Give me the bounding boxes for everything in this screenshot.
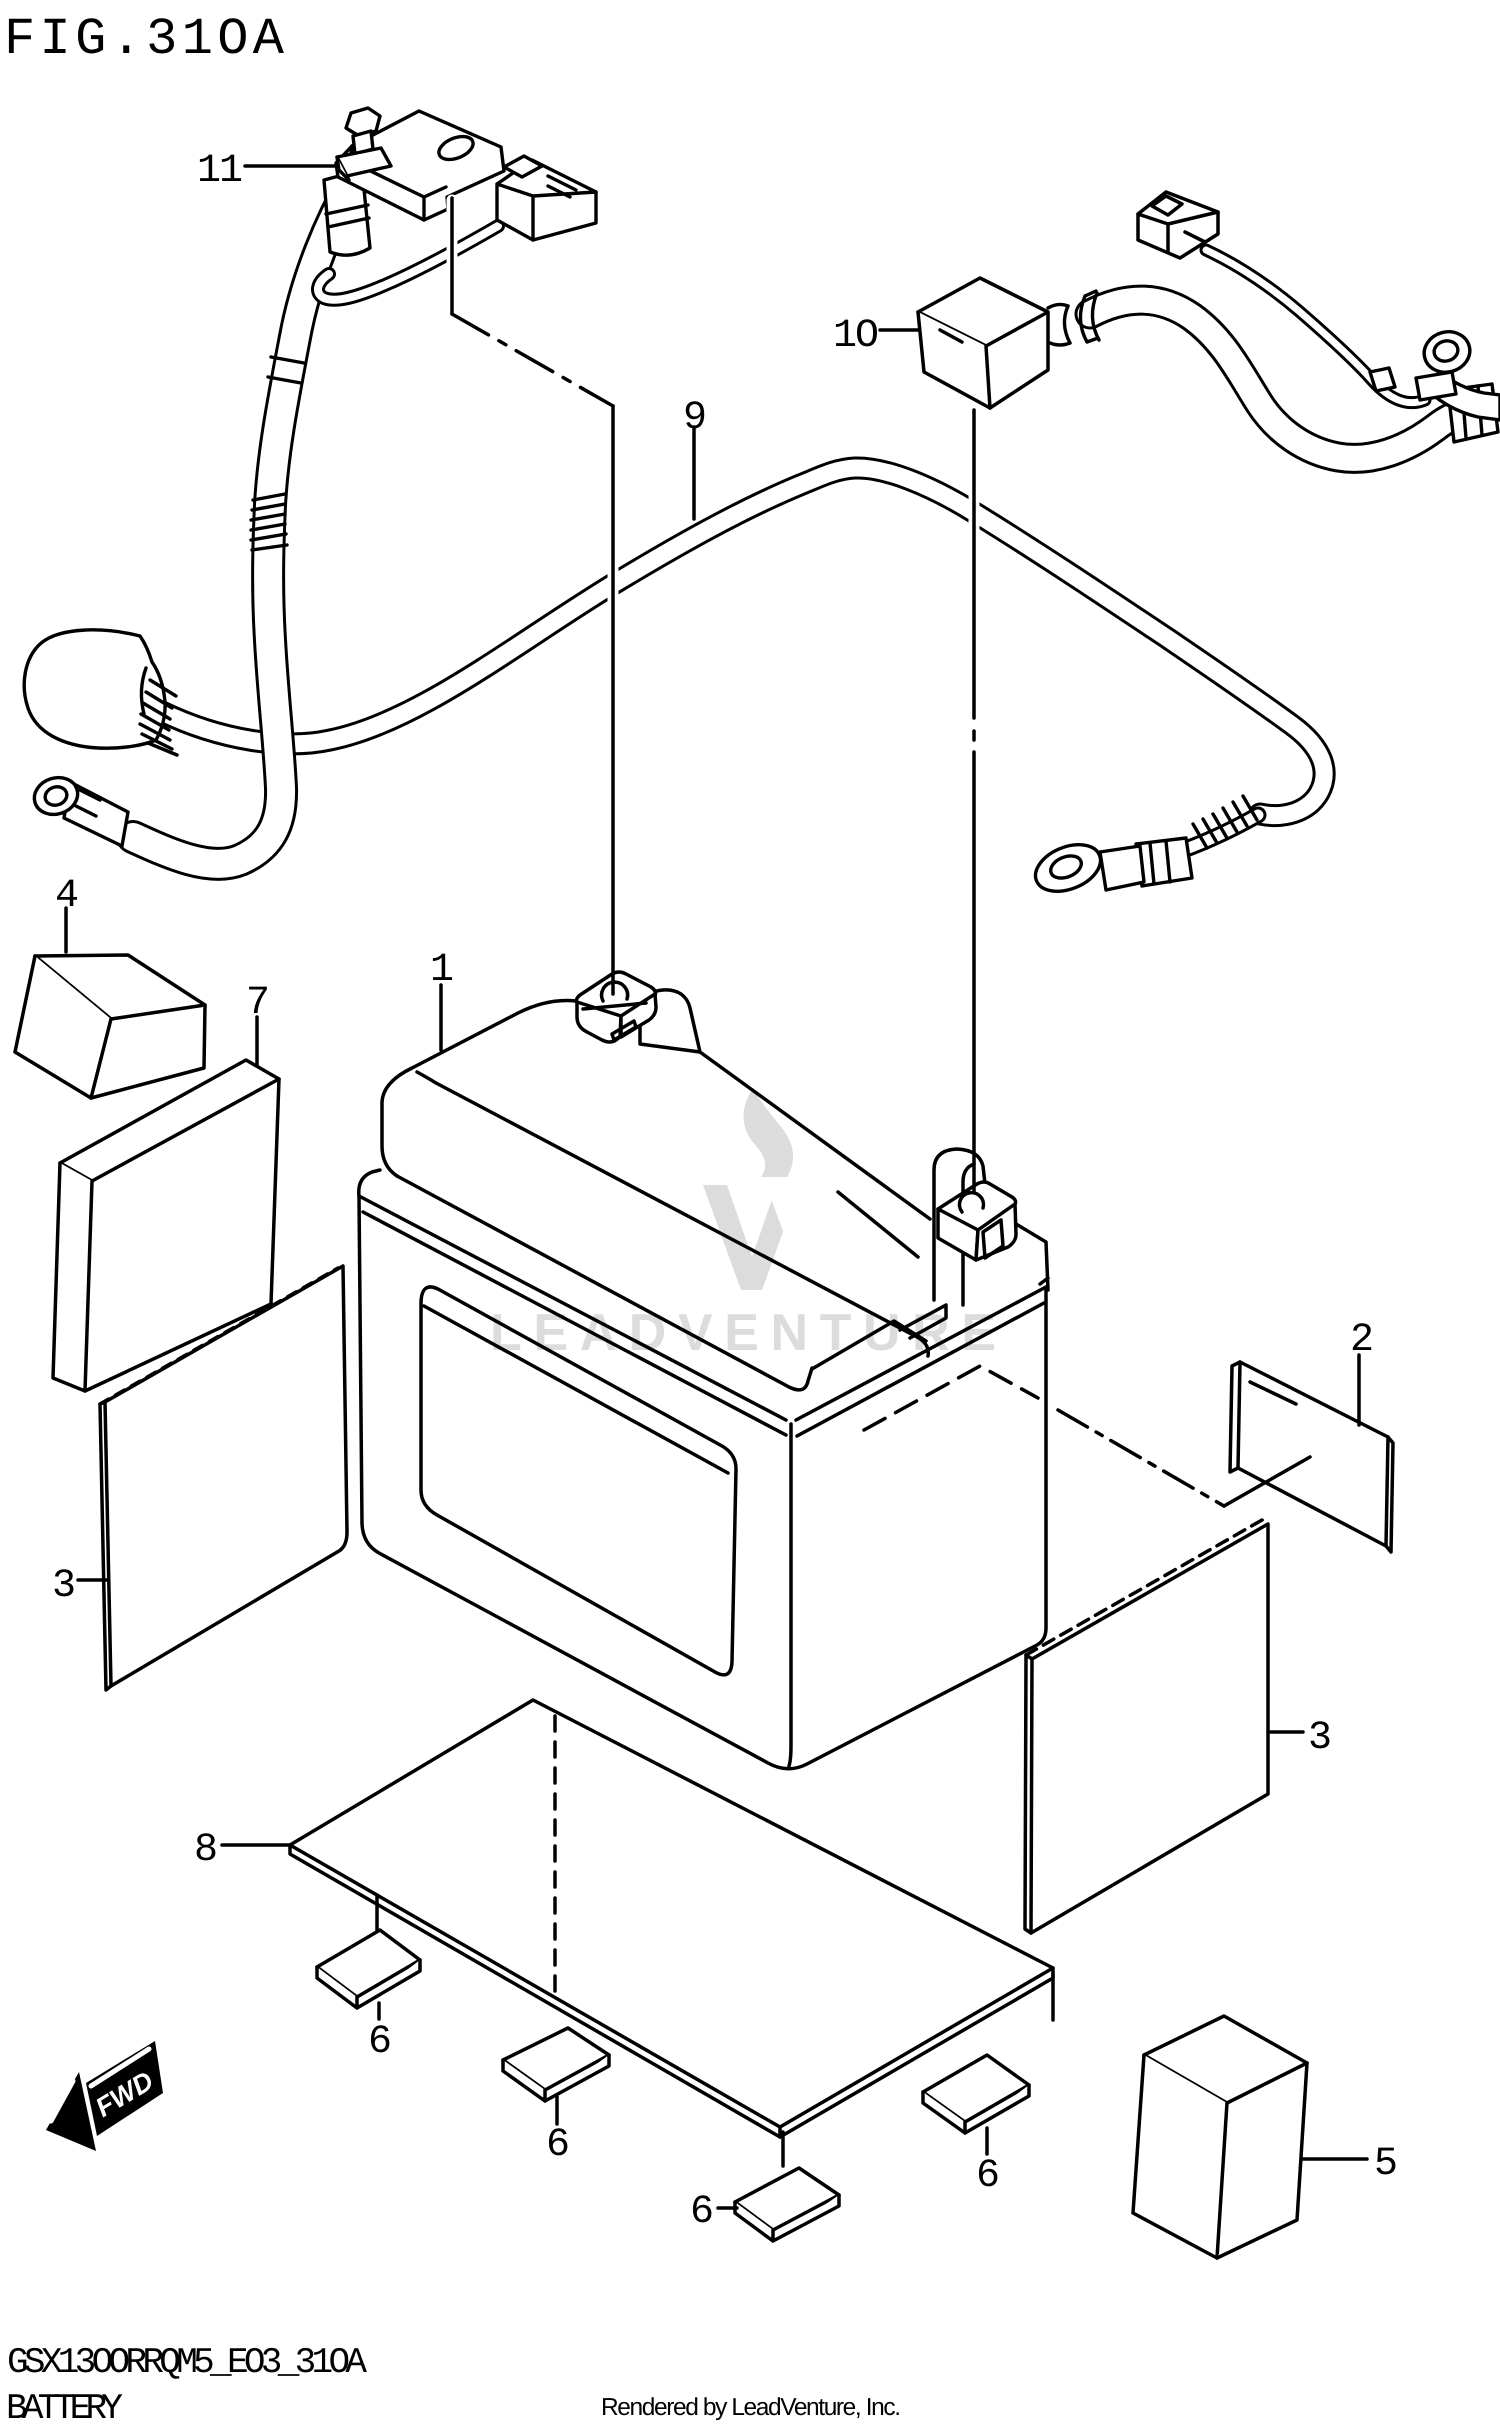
svg-text:Rendered by LeadVenture, Inc.: Rendered by LeadVenture, Inc. bbox=[601, 2394, 901, 2421]
svg-text:9: 9 bbox=[683, 396, 705, 441]
svg-text:1O: 1O bbox=[833, 314, 877, 359]
svg-text:7: 7 bbox=[246, 981, 268, 1026]
svg-text:2: 2 bbox=[1350, 1318, 1372, 1363]
svg-text:6: 6 bbox=[976, 2154, 998, 2199]
svg-text:4: 4 bbox=[55, 874, 77, 919]
svg-text:6: 6 bbox=[690, 2190, 712, 2235]
svg-text:11: 11 bbox=[197, 149, 242, 194]
svg-text:3: 3 bbox=[52, 1564, 74, 1609]
svg-text:3: 3 bbox=[1308, 1716, 1330, 1761]
svg-text:6: 6 bbox=[368, 2020, 390, 2065]
svg-text:8: 8 bbox=[194, 1828, 216, 1873]
svg-text:GSX13OORRQM5_EO3_31OA: GSX13OORRQM5_EO3_31OA bbox=[7, 2342, 367, 2383]
svg-text:1: 1 bbox=[430, 948, 453, 993]
svg-text:BATTERY: BATTERY bbox=[6, 2388, 122, 2426]
svg-text:6: 6 bbox=[546, 2123, 568, 2168]
svg-text:5: 5 bbox=[1374, 2142, 1396, 2187]
